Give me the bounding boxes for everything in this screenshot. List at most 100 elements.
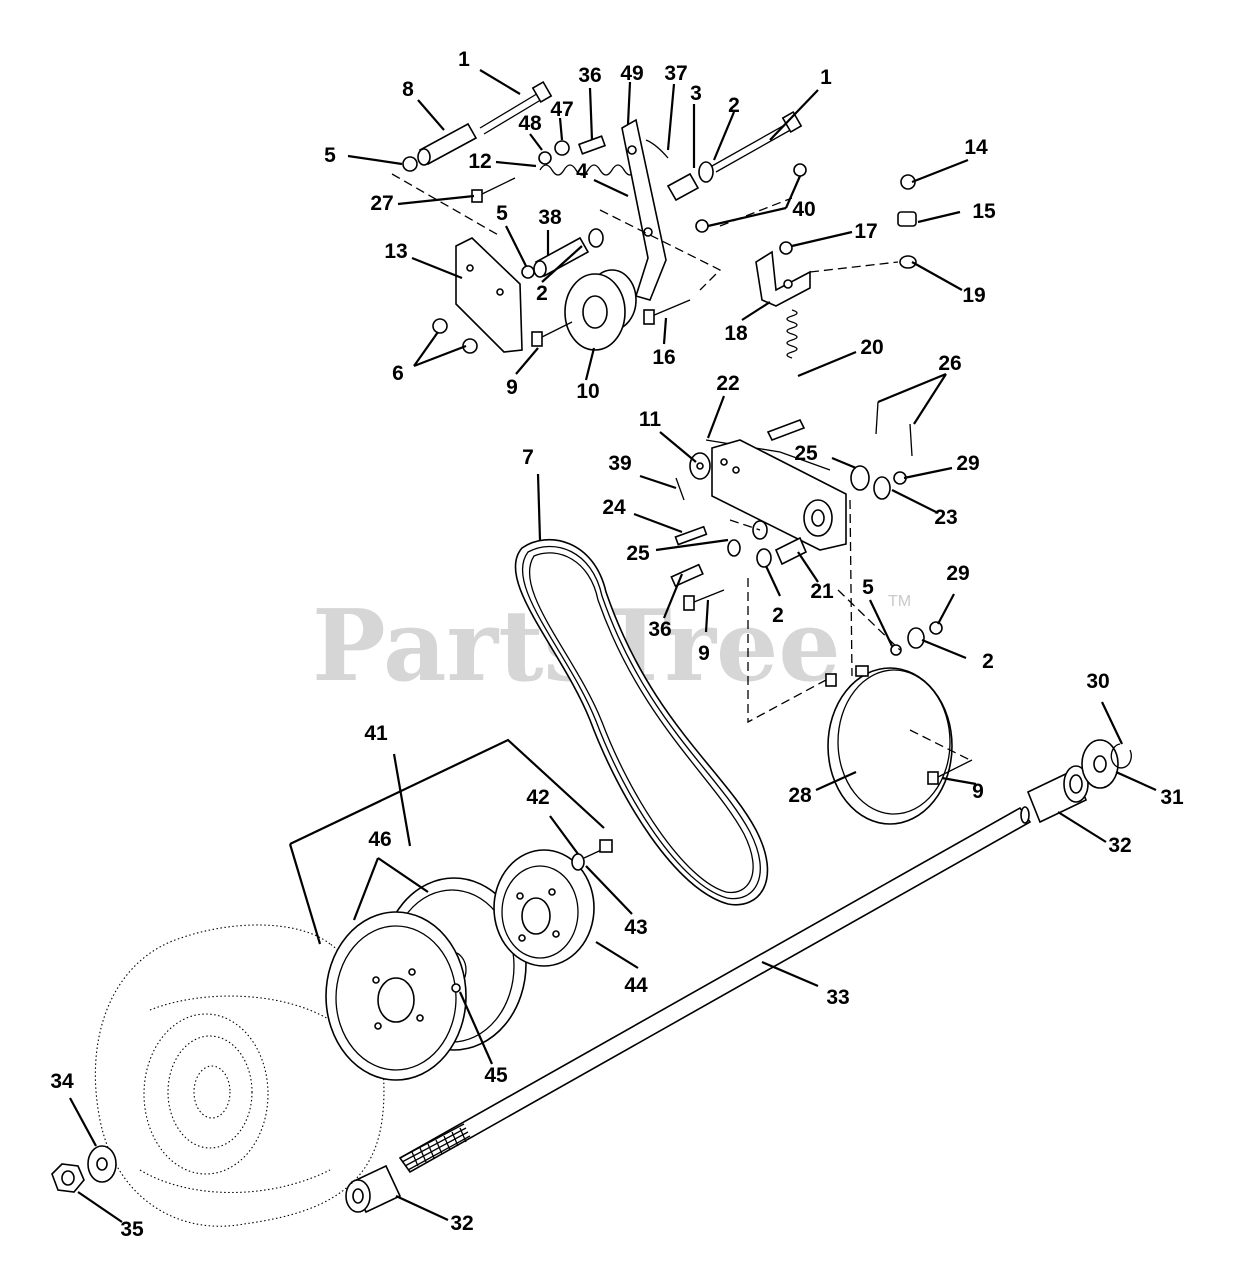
callout-label: 40 bbox=[792, 198, 815, 221]
spacer-part[interactable] bbox=[666, 172, 700, 202]
axle-bushing-part[interactable] bbox=[1026, 765, 1089, 824]
bolt-part[interactable] bbox=[531, 321, 573, 347]
nut-part[interactable] bbox=[51, 1163, 85, 1193]
callout-label: 29 bbox=[956, 452, 979, 475]
washer-part[interactable] bbox=[87, 1145, 117, 1183]
long-bolt-part[interactable] bbox=[479, 80, 553, 135]
axle-bushing-part[interactable] bbox=[345, 1164, 402, 1214]
brake-band-part[interactable] bbox=[825, 665, 953, 825]
bracket-part[interactable] bbox=[755, 250, 811, 307]
callout-label: 45 bbox=[484, 1064, 508, 1087]
washer-part[interactable] bbox=[554, 140, 570, 156]
callout-label: 43 bbox=[624, 916, 647, 939]
callout-label: 12 bbox=[468, 150, 491, 173]
cotter-pin-part[interactable] bbox=[675, 477, 685, 501]
linkage-assembly bbox=[670, 401, 943, 724]
nut-part[interactable] bbox=[521, 265, 535, 279]
bracket-part[interactable] bbox=[711, 439, 847, 551]
callout-label: 2 bbox=[728, 94, 740, 117]
idler-arm-part[interactable] bbox=[621, 118, 667, 301]
callout-label: 14 bbox=[964, 136, 988, 159]
spacer-part[interactable] bbox=[774, 536, 808, 566]
callout-label: 15 bbox=[972, 200, 996, 223]
callout-label: 16 bbox=[652, 346, 675, 369]
washer-part[interactable] bbox=[1081, 739, 1119, 789]
washer-part[interactable] bbox=[873, 476, 891, 500]
washer-part[interactable] bbox=[756, 548, 772, 568]
clevis-pin-part[interactable] bbox=[670, 563, 704, 588]
bracket-part[interactable] bbox=[455, 237, 523, 353]
spring-part[interactable] bbox=[539, 164, 637, 176]
callout-label: 21 bbox=[810, 580, 834, 603]
callout-label: 38 bbox=[538, 206, 562, 229]
callout-label: 9 bbox=[972, 780, 984, 803]
nut-part[interactable] bbox=[695, 219, 709, 233]
callout-labels: 1 8 36 49 37 1 47 48 3 2 5 12 4 14 27 40… bbox=[50, 48, 1184, 1241]
spacer-part[interactable] bbox=[533, 236, 590, 278]
callout-label: 3 bbox=[690, 82, 702, 105]
wheel-rim-part[interactable] bbox=[325, 911, 467, 1081]
cotter-pin-part[interactable] bbox=[645, 139, 669, 159]
washer-part[interactable] bbox=[698, 161, 714, 183]
spring-part[interactable] bbox=[786, 309, 798, 359]
nut-part[interactable] bbox=[890, 644, 902, 656]
callout-label: 25 bbox=[794, 442, 818, 465]
callout-label: 18 bbox=[724, 322, 748, 345]
retaining-ring-part[interactable] bbox=[1110, 743, 1132, 769]
callout-label: 28 bbox=[788, 784, 812, 807]
callout-label: 31 bbox=[1160, 786, 1184, 809]
washer-part[interactable] bbox=[588, 228, 604, 248]
callout-label: 49 bbox=[620, 62, 643, 85]
bushing-part[interactable] bbox=[850, 465, 870, 491]
hub-part[interactable] bbox=[493, 849, 595, 967]
callout-label: 19 bbox=[962, 284, 985, 307]
callout-label: 26 bbox=[938, 352, 961, 375]
pin-part[interactable] bbox=[909, 423, 913, 457]
callout-label: 13 bbox=[384, 240, 407, 263]
nut-part[interactable] bbox=[779, 241, 793, 255]
callout-label: 44 bbox=[624, 974, 648, 997]
washer-part[interactable] bbox=[727, 539, 741, 557]
nut-part[interactable] bbox=[929, 621, 943, 635]
callout-label: 17 bbox=[854, 220, 877, 243]
callout-label: 9 bbox=[698, 642, 710, 665]
bolt-part[interactable] bbox=[471, 177, 516, 203]
clevis-pin-part[interactable] bbox=[577, 135, 607, 155]
callout-label: 4 bbox=[576, 160, 588, 183]
swivel-part[interactable] bbox=[899, 255, 917, 269]
long-bolt-part[interactable] bbox=[711, 110, 803, 173]
nut-part[interactable] bbox=[402, 156, 418, 172]
callout-label: 22 bbox=[716, 372, 739, 395]
callout-label: 36 bbox=[578, 64, 601, 87]
axle-shaft-part[interactable] bbox=[398, 806, 1032, 1174]
callout-label: 5 bbox=[862, 576, 874, 599]
callout-label: 39 bbox=[608, 452, 631, 475]
nut-part[interactable] bbox=[432, 318, 448, 334]
bolt-part[interactable] bbox=[583, 839, 613, 859]
callout-label: 37 bbox=[664, 62, 687, 85]
nut-part[interactable] bbox=[538, 151, 552, 165]
nut-part[interactable] bbox=[793, 163, 807, 177]
callout-label: 9 bbox=[506, 376, 518, 399]
pin-part[interactable] bbox=[875, 401, 879, 435]
bolt-part[interactable] bbox=[683, 589, 725, 611]
tire-part[interactable] bbox=[94, 924, 385, 1227]
drive-belt-part[interactable] bbox=[514, 539, 769, 906]
callout-label: 10 bbox=[576, 380, 599, 403]
bolt-part[interactable] bbox=[927, 759, 973, 785]
callout-label: 32 bbox=[1108, 834, 1131, 857]
callout-label: 7 bbox=[522, 446, 534, 469]
callout-label: 2 bbox=[982, 650, 994, 673]
bolt-part[interactable] bbox=[643, 299, 691, 325]
washer-part[interactable] bbox=[907, 627, 925, 649]
callout-label: 24 bbox=[602, 496, 626, 519]
callout-label: 32 bbox=[450, 1212, 473, 1235]
callout-label: 6 bbox=[392, 362, 404, 385]
pin-part[interactable] bbox=[674, 525, 708, 546]
lock-washer-part[interactable] bbox=[571, 853, 585, 871]
spacer-tube-part[interactable] bbox=[417, 122, 478, 166]
callout-label: 1 bbox=[458, 48, 470, 71]
bushing-part[interactable] bbox=[897, 211, 917, 227]
idler-pulley-part[interactable] bbox=[564, 269, 637, 351]
fitting-part[interactable] bbox=[451, 983, 461, 993]
